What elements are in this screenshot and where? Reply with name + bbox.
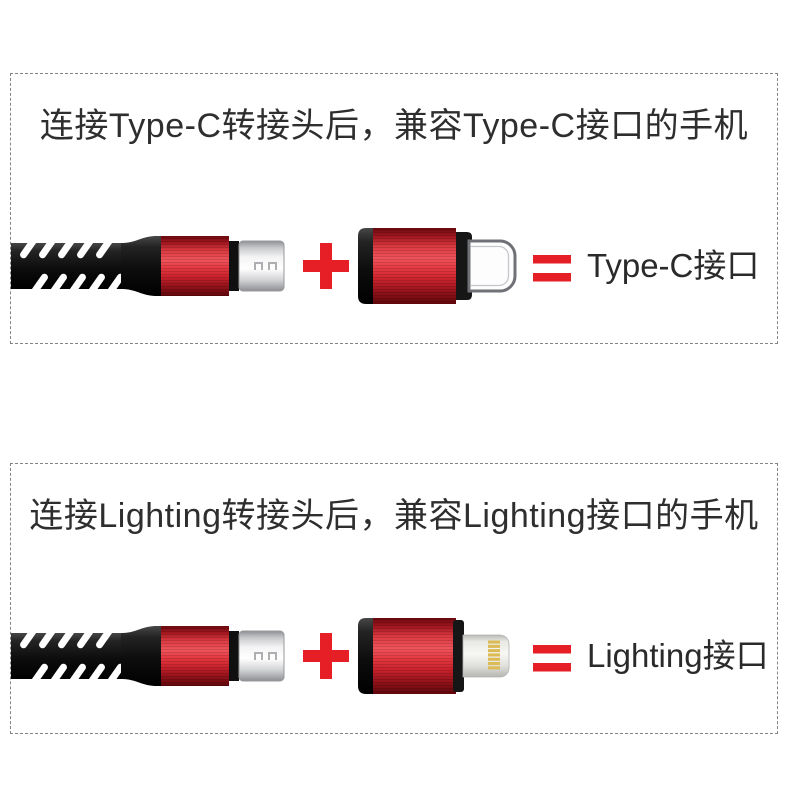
lightning-plug xyxy=(462,634,510,678)
braid-notches xyxy=(20,633,123,679)
connector-type-label: Type-C接口 xyxy=(587,247,760,284)
equals-icon xyxy=(533,645,571,672)
micro-usb-pins-mark xyxy=(254,262,277,270)
usb-cable xyxy=(11,236,285,296)
usb-cable xyxy=(11,626,285,686)
type-c-adapter xyxy=(358,228,517,304)
lightning-adapter xyxy=(358,618,510,694)
lightning-gold-contacts xyxy=(488,640,500,670)
lightning-equation-illustration xyxy=(11,618,571,694)
panel-title: 连接Lighting转接头后，兼容Lighting接口的手机 xyxy=(29,497,759,535)
strain-relief-boot xyxy=(121,236,163,296)
equals-icon xyxy=(533,255,571,282)
plus-icon xyxy=(303,243,349,289)
lightning-compatibility-panel: 连接Lighting转接头后，兼容Lighting接口的手机 xyxy=(10,463,778,734)
strain-relief-boot xyxy=(121,626,163,686)
connector-type-label: Lighting接口 xyxy=(587,637,769,674)
plus-icon xyxy=(303,633,349,679)
type-c-plug xyxy=(467,239,517,293)
braid-notches xyxy=(20,243,123,289)
micro-usb-pins-mark xyxy=(254,652,277,660)
type-c-compatibility-panel: 连接Type-C转接头后，兼容Type-C接口的手机 xyxy=(10,73,778,344)
type-c-equation-illustration xyxy=(11,228,571,304)
panel-title: 连接Type-C转接头后，兼容Type-C接口的手机 xyxy=(39,107,749,145)
adapter-collar xyxy=(453,620,464,692)
